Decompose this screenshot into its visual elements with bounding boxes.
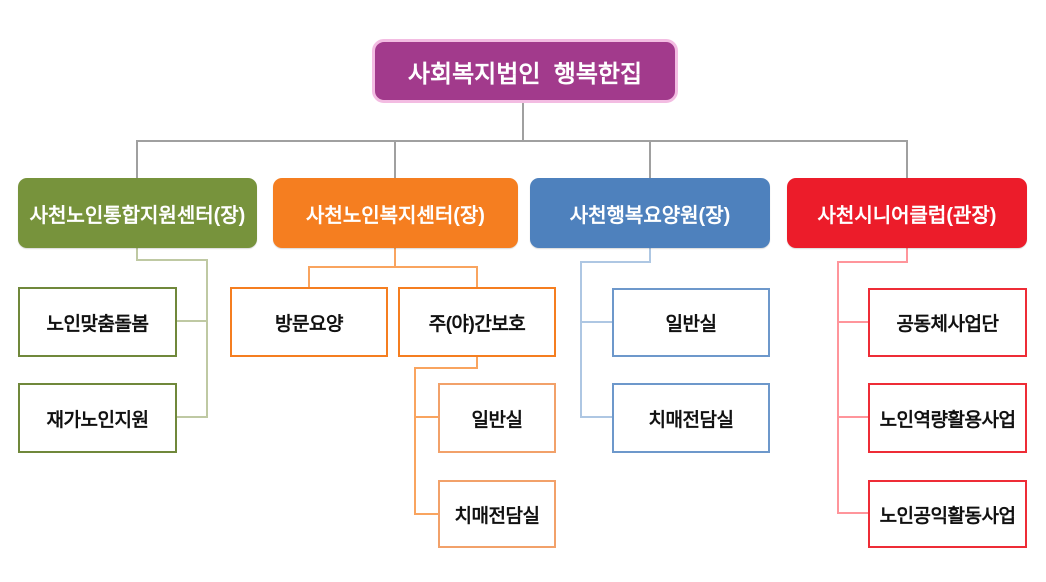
connector-red-elbow-v (906, 248, 908, 263)
connector-orange-sub-stub-2 (414, 513, 438, 515)
connector-drop-branch-1 (136, 141, 138, 178)
connector-orange-sub-spine (414, 367, 416, 515)
leaf-node-customized-care: 노인맞춤돌봄 (18, 287, 177, 357)
leaf-node-senior-capability-project: 노인역량활용사업 (868, 383, 1027, 453)
leaf-node-home-senior-support: 재가노인지원 (18, 383, 177, 453)
connector-orange-sub-stub-1 (414, 416, 438, 418)
connector-blue-spine (580, 261, 582, 418)
connector-red-stub-1 (837, 321, 868, 323)
connector-green-stub-1 (177, 320, 207, 322)
connector-blue-elbow-h (580, 261, 651, 263)
leaf-node-nursing-general-room: 일반실 (612, 288, 770, 357)
leaf-node-community-business: 공동체사업단 (868, 288, 1027, 357)
leaf-node-day-night-care: 주(야)간보호 (398, 287, 556, 357)
connector-orange-drop-child-1 (308, 266, 310, 287)
connector-drop-branch-4 (906, 141, 908, 178)
connector-blue-stub-2 (580, 416, 612, 418)
branch-node-welfare-center: 사천노인복지센터(장) (273, 178, 518, 248)
connector-blue-stub-1 (580, 321, 612, 323)
connector-green-elbow-h (136, 259, 208, 261)
connector-green-spine (206, 259, 208, 418)
branch-node-nursing-home: 사천행복요양원(장) (530, 178, 770, 248)
connector-red-spine (837, 261, 839, 514)
connector-drop-branch-2 (394, 141, 396, 178)
connector-main-horizontal (136, 140, 908, 142)
leaf-node-visiting-care: 방문요양 (230, 287, 388, 357)
connector-drop-branch-3 (649, 141, 651, 178)
leaf-node-day-care-general-room: 일반실 (438, 383, 556, 453)
connector-orange-drop (394, 248, 396, 268)
connector-red-stub-3 (837, 512, 868, 514)
connector-red-elbow-h (837, 261, 908, 263)
connector-orange-sub-elbow-h (414, 367, 478, 369)
leaf-node-nursing-dementia-room: 치매전담실 (612, 383, 770, 453)
connector-root-drop (522, 103, 524, 141)
connector-green-elbow-v (136, 248, 138, 261)
connector-green-stub-2 (177, 416, 207, 418)
connector-orange-drop-child-2 (476, 266, 478, 287)
branch-node-senior-club: 사천시니어클럽(관장) (787, 178, 1027, 248)
leaf-node-day-care-dementia-room: 치매전담실 (438, 480, 556, 548)
branch-node-senior-support-center: 사천노인통합지원센터(장) (18, 178, 257, 248)
connector-orange-sub-elbow-v (476, 357, 478, 369)
connector-red-stub-2 (837, 416, 868, 418)
connector-orange-tbar (308, 266, 478, 268)
connector-blue-elbow-v (649, 248, 651, 263)
leaf-node-senior-public-activity-project: 노인공익활동사업 (868, 480, 1027, 548)
org-root-node: 사회복지법인 행복한집 (372, 39, 678, 103)
